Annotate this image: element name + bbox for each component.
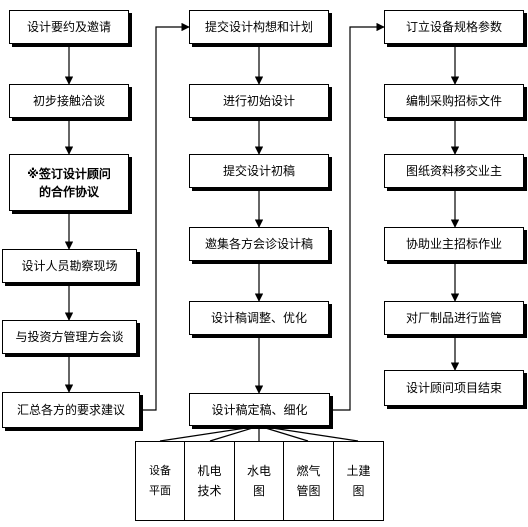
step-box: 设计稿调整、优化 — [189, 301, 329, 335]
drawing-box-equipment: 设备 平面 — [135, 441, 185, 521]
drawing-label-line1: 水电 — [246, 464, 271, 478]
fan-line-5 — [258, 425, 359, 442]
drawing-label-line1: 土建 — [346, 464, 371, 478]
step-label: 提交设计初稿 — [222, 164, 295, 178]
step-box: 邀集各方会诊设计稿 — [189, 227, 329, 261]
drawing-label-line1: 燃气 — [296, 464, 321, 478]
step-label: 对厂制品进行监管 — [405, 311, 502, 325]
step-label: 设计人员勘察现场 — [21, 259, 118, 273]
step-label: 图纸资料移交业主 — [405, 164, 502, 178]
fan-line-4 — [258, 425, 309, 442]
drawing-box-civil: 土建 图 — [333, 441, 384, 521]
drawing-box-water-electric: 水电 图 — [234, 441, 284, 521]
step-label-line1: ※签订设计顾问 — [27, 166, 111, 181]
step-label: 设计要约及邀请 — [26, 20, 111, 34]
fan-line-1 — [159, 425, 260, 442]
step-label: 设计顾问项目结束 — [405, 381, 502, 395]
drawing-label-line2: 管图 — [296, 484, 321, 498]
step-box: 图纸资料移交业主 — [384, 154, 524, 188]
drawing-label-line2: 图 — [252, 484, 265, 498]
step-box: 设计要约及邀请 — [9, 10, 129, 44]
step-label-line2: 的合作协议 — [38, 184, 99, 199]
drawing-label-line1: 机电 — [197, 464, 222, 478]
step-label: 初步接触洽谈 — [32, 94, 105, 108]
step-box: 订立设备规格参数 — [384, 10, 524, 44]
step-label: 进行初始设计 — [222, 94, 295, 108]
step-label: 汇总各方的要求建议 — [16, 403, 125, 417]
step-label: 提交设计构想和计划 — [204, 20, 313, 34]
step-label: 设计稿调整、优化 — [210, 311, 307, 325]
drawing-box-gas: 燃气 管图 — [283, 441, 334, 521]
step-box: 设计人员勘察现场 — [2, 249, 137, 283]
fan-line-2 — [209, 425, 260, 442]
step-box: 编制采购招标文件 — [384, 84, 524, 118]
step-box: 协助业主招标作业 — [384, 227, 524, 261]
drawing-label-line2: 平面 — [149, 484, 171, 497]
step-box: 设计顾问项目结束 — [384, 370, 524, 406]
step-box: 汇总各方的要求建议 — [2, 392, 140, 428]
step-label: 协助业主招标作业 — [405, 237, 502, 251]
drawing-label-line2: 图 — [352, 484, 365, 498]
arrow-c1-to-c2 — [140, 22, 190, 411]
step-box: 进行初始设计 — [189, 84, 329, 118]
step-box: 提交设计构想和计划 — [189, 10, 329, 44]
step-box: 对厂制品进行监管 — [384, 301, 524, 335]
drawing-label-line1: 设备 — [149, 464, 171, 477]
step-box: 初步接触洽谈 — [9, 84, 129, 118]
step-label: 编制采购招标文件 — [405, 94, 502, 108]
step-box: 设计稿定稿、细化 — [189, 393, 330, 426]
arrow-c2-to-c3 — [330, 22, 385, 411]
step-box: 与投资方管理方会谈 — [2, 320, 137, 354]
step-label: 与投资方管理方会谈 — [15, 330, 124, 344]
step-label: 设计稿定稿、细化 — [211, 402, 308, 417]
step-box: 提交设计初稿 — [189, 154, 329, 188]
step-box-agreement: ※签订设计顾问 的合作协议 — [9, 154, 129, 211]
step-label: 订立设备规格参数 — [405, 20, 502, 34]
step-label: 邀集各方会诊设计稿 — [204, 237, 313, 251]
drawing-box-mechanical: 机电 技术 — [184, 441, 235, 521]
drawing-label-line2: 技术 — [197, 484, 222, 498]
